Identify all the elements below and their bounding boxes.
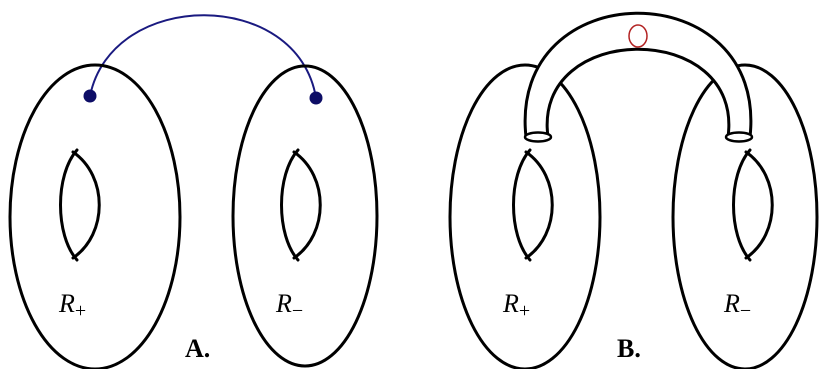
torus-outline xyxy=(231,64,379,368)
torus-hole-lower-curve xyxy=(280,148,300,262)
surface-label-r-plus: R+ xyxy=(58,289,86,322)
torus-r-minus-b: R− xyxy=(671,63,819,369)
connecting-arc xyxy=(89,14,317,99)
torus-outline xyxy=(671,63,819,369)
torus-hole-upper-curve xyxy=(524,150,554,260)
torus-hole-lower-curve xyxy=(512,148,532,262)
marked-point-left xyxy=(83,89,97,103)
torus-outline xyxy=(448,63,602,369)
torus-r-minus-a: R− xyxy=(231,64,379,368)
torus-hole-lower-curve xyxy=(59,148,79,262)
tube-opening-right xyxy=(724,131,754,143)
panel-b: R+ R− B. xyxy=(448,11,819,369)
surface-label-r-plus: R+ xyxy=(502,289,530,322)
panel-label-b: B. xyxy=(617,334,641,363)
torus-hole-upper-curve xyxy=(71,150,101,260)
surface-label-r-minus: R− xyxy=(275,289,303,322)
tube-meridian-circle xyxy=(628,24,648,48)
panel-label-a: A. xyxy=(185,334,210,363)
tube-opening-left xyxy=(523,131,553,143)
torus-hole-upper-curve xyxy=(744,150,774,260)
torus-outline xyxy=(8,63,182,369)
marked-point-right xyxy=(309,91,323,105)
torus-hole-upper-curve xyxy=(292,150,322,260)
surface-label-r-minus: R− xyxy=(723,289,751,322)
torus-hole-lower-curve xyxy=(732,148,752,262)
panel-a: R+ R− A. xyxy=(8,14,379,369)
torus-r-plus-a: R+ xyxy=(8,63,182,369)
connecting-tube xyxy=(523,11,753,139)
torus-r-plus-b: R+ xyxy=(448,63,602,369)
